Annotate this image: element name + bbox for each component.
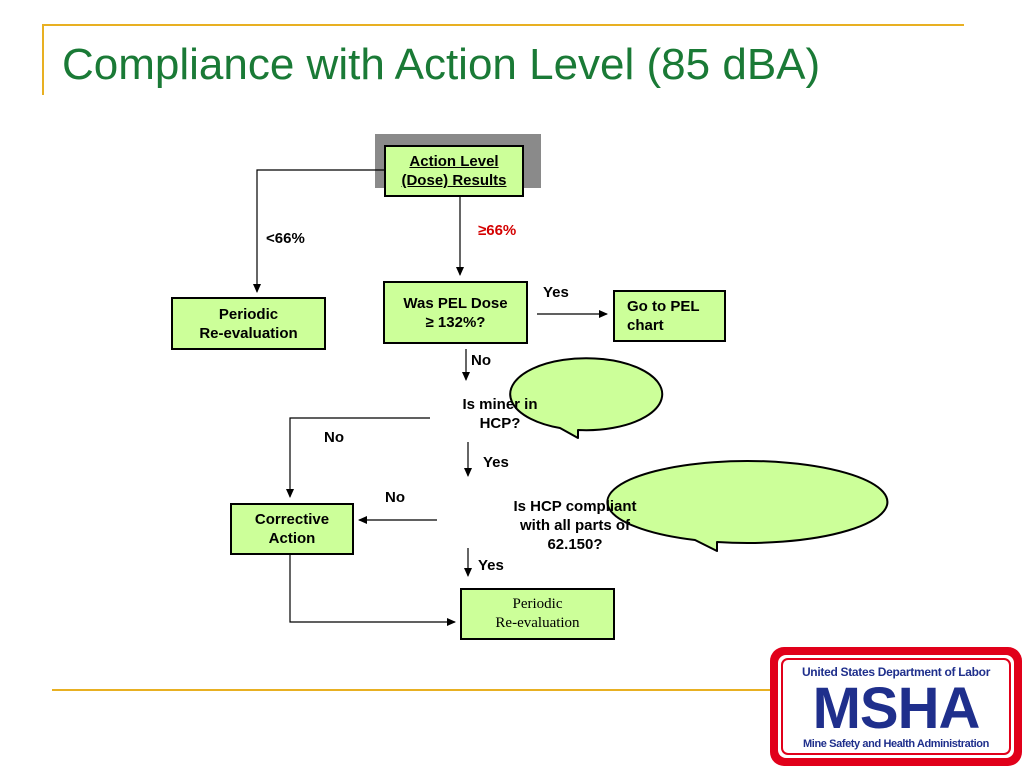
action-level-box: Action Level (Dose) Results [384, 145, 524, 197]
periodic-bottom-line2: Re-evaluation [495, 615, 580, 631]
msha-logo-top-text: United States Department of Labor [801, 665, 991, 679]
is-miner-line2: HCP? [479, 415, 521, 432]
msha-logo-graphic [770, 647, 1022, 766]
go-pel-line2: chart [627, 317, 664, 334]
periodic-left-line2: Re-evaluation [199, 324, 298, 342]
periodic-reevaluation-bottom-box: Periodic Re-evaluation [460, 588, 615, 640]
greater-equal-66-label: ≥66% [478, 222, 517, 239]
action-level-line2: (Dose) Results [401, 172, 507, 189]
msha-logo-main-text: MSHA [812, 676, 981, 741]
corrective-line1: Corrective [254, 511, 330, 528]
less-than-66-label: <66% [266, 230, 305, 247]
msha-logo-bottom-text: Mine Safety and Health Administration [803, 738, 989, 750]
was-pel-line1: Was PEL Dose [403, 294, 508, 312]
is-hcp-compliant-oval: Is HCP compliant with all parts of 62.15… [445, 497, 705, 554]
periodic-bottom-line1: Periodic [512, 596, 563, 612]
yes-miner-label: Yes [483, 454, 509, 471]
slide-title: Compliance with Action Level (85 dBA) [62, 40, 821, 89]
no-pel-label: No [471, 352, 491, 369]
yes-hcp-label: Yes [478, 557, 504, 574]
go-to-pel-chart-box: Go to PEL chart [613, 290, 726, 342]
periodic-reevaluation-left-box: Periodic Re-evaluation [171, 297, 326, 350]
corrective-action-box: Corrective Action [230, 503, 354, 555]
yes-pel-label: Yes [543, 284, 569, 301]
is-hcp-line3: 62.150? [547, 536, 603, 553]
periodic-left-line1: Periodic [218, 305, 279, 323]
action-level-line1: Action Level [409, 153, 499, 170]
no-hcp-label: No [385, 489, 405, 506]
is-hcp-line2: with all parts of [519, 517, 630, 534]
was-pel-line2: ≥ 132%? [425, 313, 486, 331]
msha-logo: United States Department of Labor MSHA M… [768, 645, 1024, 768]
is-miner-in-hcp-oval: Is miner in HCP? [425, 395, 575, 433]
was-pel-dose-box: Was PEL Dose ≥ 132%? [383, 281, 528, 344]
is-hcp-line1: Is HCP compliant [513, 498, 637, 515]
is-miner-line1: Is miner in [462, 396, 538, 413]
corrective-line2: Action [268, 530, 316, 547]
no-miner-label: No [324, 429, 344, 446]
go-pel-line1: Go to PEL [627, 298, 700, 315]
